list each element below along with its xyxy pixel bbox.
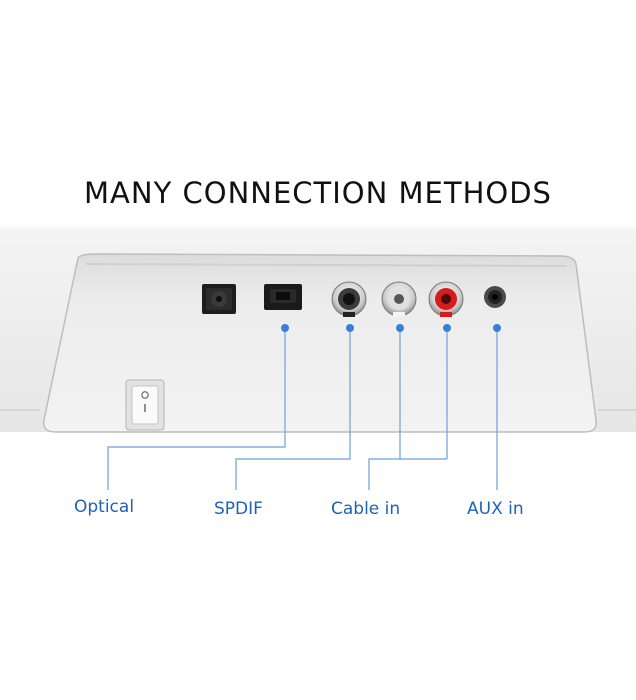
optical-callout-dot (281, 324, 289, 332)
dc-power-port (202, 284, 236, 314)
optical-port (264, 284, 302, 310)
optical-callout-line (107, 328, 286, 490)
cable-in-white-callout-dot (396, 324, 404, 332)
callout-lines (107, 328, 498, 490)
page-title: MANY CONNECTION METHODS (84, 176, 552, 210)
power-switch (125, 379, 165, 431)
cable-in-red-callout-dot (443, 324, 451, 332)
cable-in-label: Cable in (331, 499, 401, 519)
spdif-callout-line (235, 328, 351, 490)
cable-in-callout-line (368, 328, 401, 490)
spdif-label: SPDIF (214, 499, 263, 519)
aux-callout-dot (493, 324, 501, 332)
aux-in-port (484, 286, 506, 308)
aux-in-label: AUX in (467, 499, 524, 519)
optical-label: Optical (74, 497, 135, 517)
spdif-callout-dot (346, 324, 354, 332)
cable-in-red-port (428, 281, 464, 317)
callout-dots (281, 324, 501, 332)
spdif-rca-port (331, 281, 367, 317)
cable-in-white-port (381, 281, 417, 317)
